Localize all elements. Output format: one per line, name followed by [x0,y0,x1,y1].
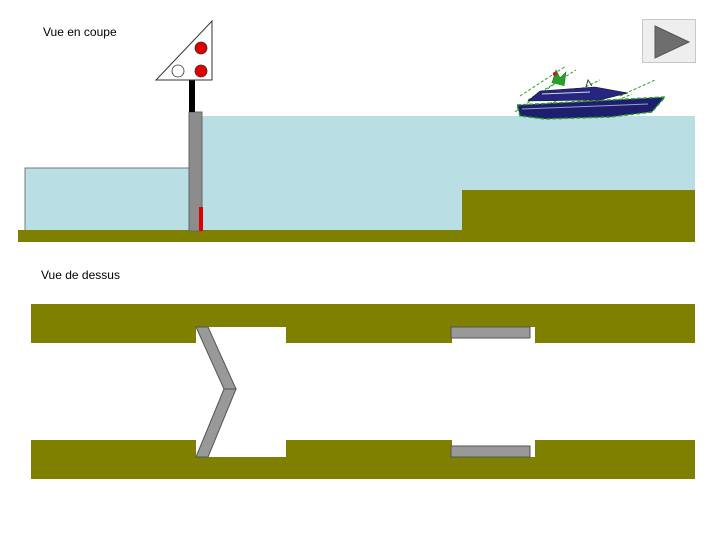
signal-light-top [194,41,208,55]
next-slide-button[interactable] [642,19,696,63]
signal-pole [189,80,195,112]
top-bank [31,304,695,343]
boat-icon [514,65,667,120]
open-gate-bottom [450,445,531,458]
lock-gate-section [188,111,203,232]
lock-chamber-top-recess [196,327,286,344]
top-view-label: Vue de dessus [41,268,120,282]
mitre-gate-lower-leaf [195,388,237,458]
water-level-marker [199,207,203,231]
bottom-bank [31,440,695,479]
downstream-water [24,167,191,232]
lock-chamber-bottom-recess [196,440,286,457]
section-view-label: Vue en coupe [43,25,117,39]
signal-light-right [194,64,208,78]
signal-board [154,19,213,81]
play-triangle-icon [654,25,691,59]
open-gate-top [450,326,531,339]
top-view [31,304,695,479]
upstream-bank [462,190,695,242]
section-view [18,19,695,242]
signal-light-left [171,64,185,78]
